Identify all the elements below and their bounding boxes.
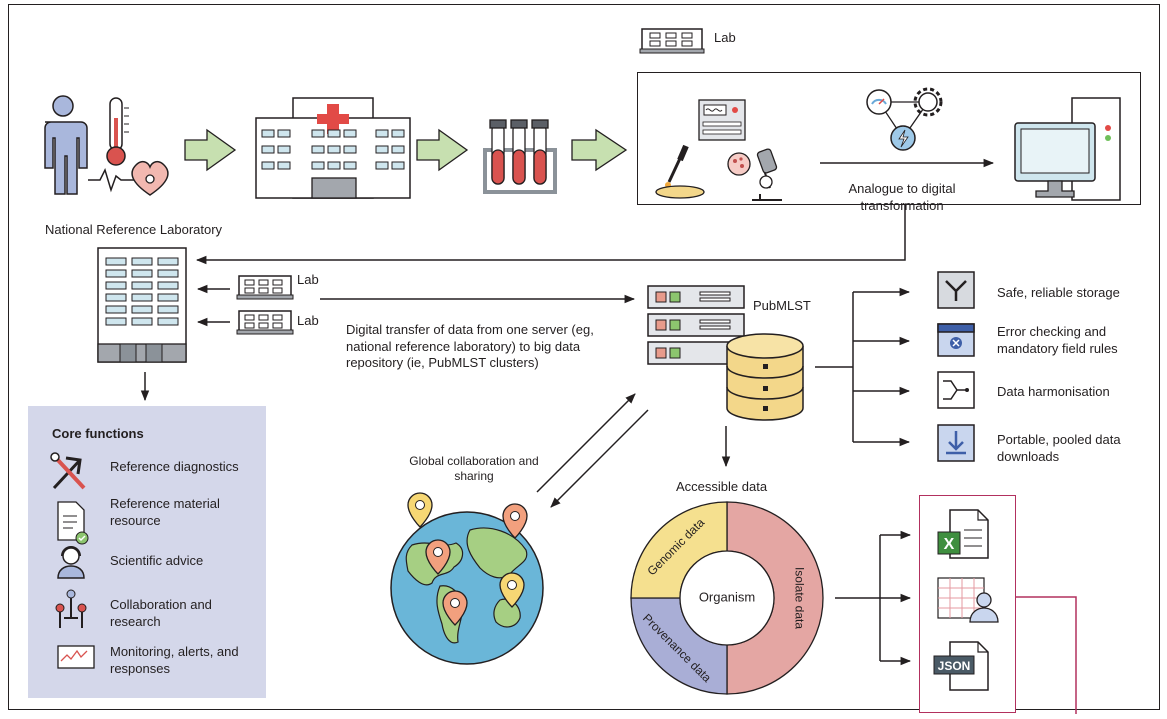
lab-building-icon-2 — [236, 275, 294, 300]
database-icon — [726, 333, 804, 421]
excel-letter: X — [944, 536, 955, 553]
monitor-chart-icon — [57, 645, 95, 669]
analogue-digital-box — [637, 72, 1141, 205]
harmonise-icon — [937, 371, 975, 409]
json-file-icon: JSON — [933, 641, 989, 691]
document-check-icon — [57, 501, 89, 545]
globe-arrow-down — [550, 409, 649, 508]
tools-icon — [50, 452, 86, 490]
global-collab-label: Global collaboration and sharing — [409, 454, 539, 483]
digital-transfer-label: Digital transfer of data from one server… — [346, 322, 594, 370]
pubmlst-label: PubMLST — [753, 298, 811, 313]
lab-building-icon — [639, 28, 705, 54]
outer-border — [8, 4, 1160, 710]
core-item-monitoring: Monitoring, alerts, and responses — [110, 644, 239, 676]
core-item-advice: Scientific advice — [110, 553, 204, 568]
heartbeat-icon — [88, 160, 169, 196]
people-network-icon — [55, 589, 87, 628]
lab-left-1-label: Lab — [297, 272, 319, 287]
donut-label-0: Isolate data — [792, 567, 806, 629]
analogue-digital-label: Analogue to digital transformation — [848, 181, 956, 213]
flow-arrow-1 — [184, 128, 237, 172]
output-connector — [1014, 596, 1077, 714]
headset-person-icon — [57, 546, 85, 579]
globe-arrow-up — [536, 393, 636, 493]
download-formats-box: X JSON — [919, 495, 1016, 713]
spreadsheet-user-icon — [937, 577, 999, 623]
lab-building-icon-3 — [236, 310, 294, 335]
benefit-label-storage: Safe, reliable storage — [997, 285, 1120, 300]
computer-icon — [1014, 97, 1121, 201]
excel-file-icon: X — [937, 509, 989, 559]
download-icon — [937, 424, 975, 462]
donut-center — [679, 550, 775, 646]
output-branches — [835, 530, 912, 666]
patient-icon — [44, 95, 88, 195]
error-window-icon — [937, 323, 975, 357]
json-badge-label: JSON — [938, 659, 971, 673]
benefit-label-error: Error checking and mandatory field rules — [997, 324, 1118, 356]
core-functions-panel: Core functions Reference dia — [28, 406, 266, 698]
map-pin-icons — [407, 492, 528, 626]
core-item-material: Reference material resource — [110, 496, 220, 528]
return-arrow — [195, 204, 906, 265]
accessible-data-label: Accessible data — [676, 479, 768, 494]
benefit-branches — [815, 287, 911, 447]
national-lab-label: National Reference Laboratory — [45, 222, 223, 237]
donut-center-label: Organism — [699, 589, 755, 604]
lab-equipment-icons — [655, 99, 782, 201]
core-item-collaboration: Collaboration and research — [110, 597, 212, 629]
storage-shield-icon — [937, 271, 975, 309]
core-item-diagnostics: Reference diagnostics — [110, 459, 239, 474]
national-lab-building-icon — [97, 247, 187, 363]
lab-top-label: Lab — [714, 30, 736, 45]
server-stack-icon — [647, 285, 745, 365]
hospital-icon — [255, 97, 411, 199]
lab-left-2-label: Lab — [297, 313, 319, 328]
flow-arrow-3 — [571, 128, 628, 172]
digital-transform-icons — [866, 87, 943, 151]
core-functions-title: Core functions — [52, 426, 144, 441]
test-tubes-icon — [483, 119, 557, 194]
benefit-label-download: Portable, pooled data downloads — [997, 432, 1121, 464]
benefit-label-harmonise: Data harmonisation — [997, 384, 1110, 399]
thermometer-icon — [106, 97, 129, 166]
flow-arrow-2 — [416, 128, 469, 172]
